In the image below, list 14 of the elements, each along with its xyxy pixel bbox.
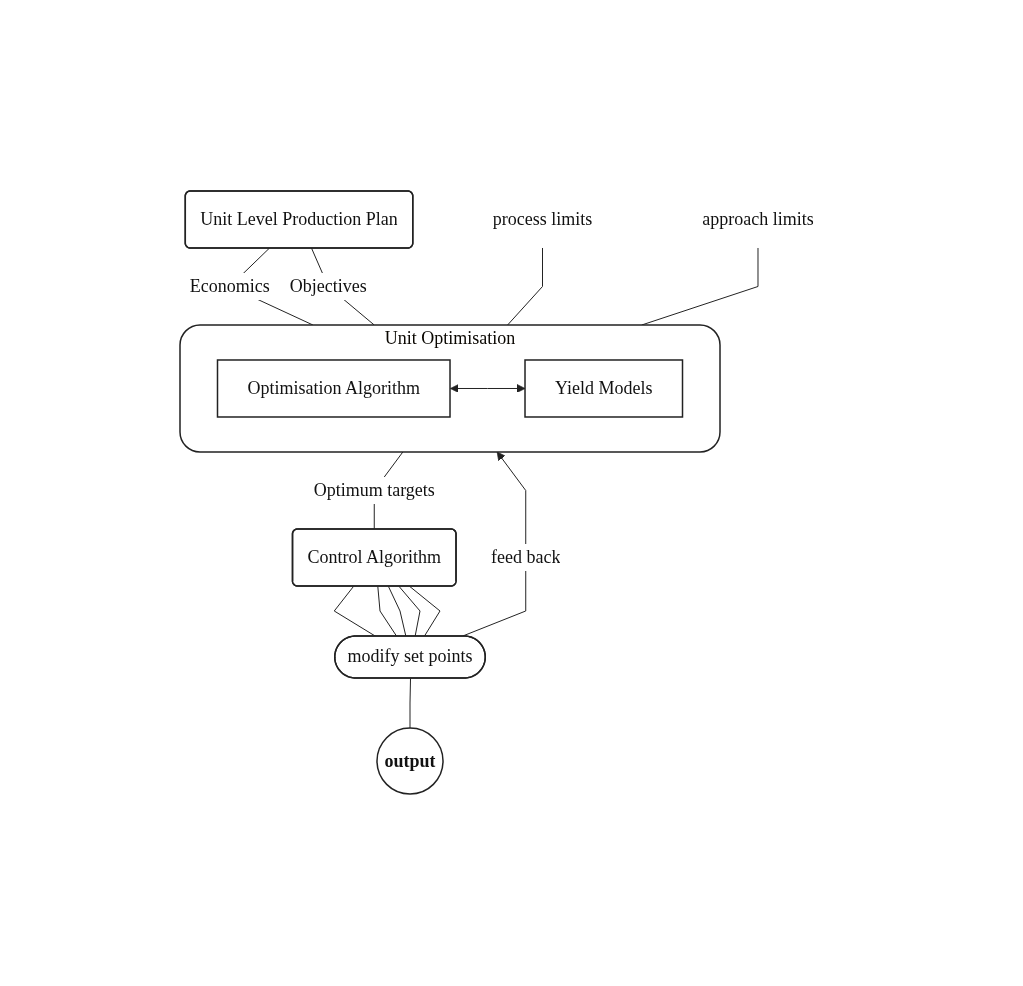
node-box: Yield Models xyxy=(523,359,683,419)
edge-label: feed back xyxy=(490,547,561,568)
node-box: Optimisation Algorithm xyxy=(216,359,451,419)
edge-label: Objectives xyxy=(289,276,367,297)
edge-label: Economics xyxy=(189,276,270,297)
node-text: approach limits xyxy=(701,209,814,230)
connector xyxy=(398,586,421,638)
edge-label: Optimum targets xyxy=(313,480,435,501)
node-text: process limits xyxy=(492,209,592,230)
connector xyxy=(376,586,397,638)
connector xyxy=(506,248,543,326)
node-circle: output xyxy=(375,727,444,796)
connector xyxy=(387,586,407,638)
connector xyxy=(409,678,411,729)
